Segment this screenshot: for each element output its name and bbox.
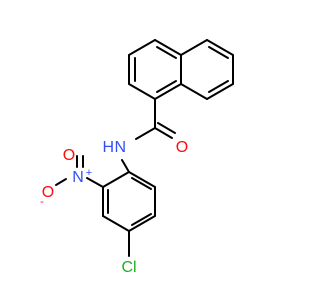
bond — [154, 39, 182, 56]
bond — [86, 177, 104, 188]
bond — [128, 171, 156, 188]
bond — [128, 215, 156, 232]
bond — [128, 83, 156, 100]
bond — [156, 46, 177, 59]
nitro-nitrogen-charge: + — [86, 167, 92, 179]
bond — [121, 159, 130, 173]
bond — [128, 39, 156, 56]
bond — [135, 127, 156, 140]
bond — [180, 39, 208, 56]
bond — [206, 83, 234, 100]
bond — [55, 178, 67, 186]
bond — [206, 39, 234, 56]
amide-hydrogen-label: H — [102, 139, 114, 156]
carbonyl-oxygen-label: O — [176, 139, 188, 156]
nitro-oxygen-negative-label: O — [42, 184, 54, 201]
bond — [156, 80, 177, 93]
bond — [154, 127, 173, 139]
nitro-oxygen-charge: - — [40, 196, 44, 208]
atom-labels: N H O N + O - O Cl — [40, 138, 188, 276]
bond — [102, 215, 130, 232]
nitro-nitrogen-label: N — [72, 169, 84, 186]
bond — [208, 80, 229, 93]
label-backdrop — [114, 138, 126, 155]
nitro-oxygen-label: O — [63, 147, 75, 164]
bond — [131, 177, 152, 190]
bond — [208, 46, 229, 59]
amide-nitrogen-label: N — [114, 139, 126, 156]
bond — [131, 213, 152, 226]
bonds — [55, 39, 234, 257]
chlorine-label: Cl — [121, 259, 136, 276]
chemical-structure: N H O N + O - O Cl — [0, 0, 300, 300]
bond — [157, 122, 176, 134]
bond — [102, 171, 130, 188]
bond — [154, 83, 182, 100]
bond — [180, 83, 208, 100]
canvas-background — [0, 0, 300, 300]
